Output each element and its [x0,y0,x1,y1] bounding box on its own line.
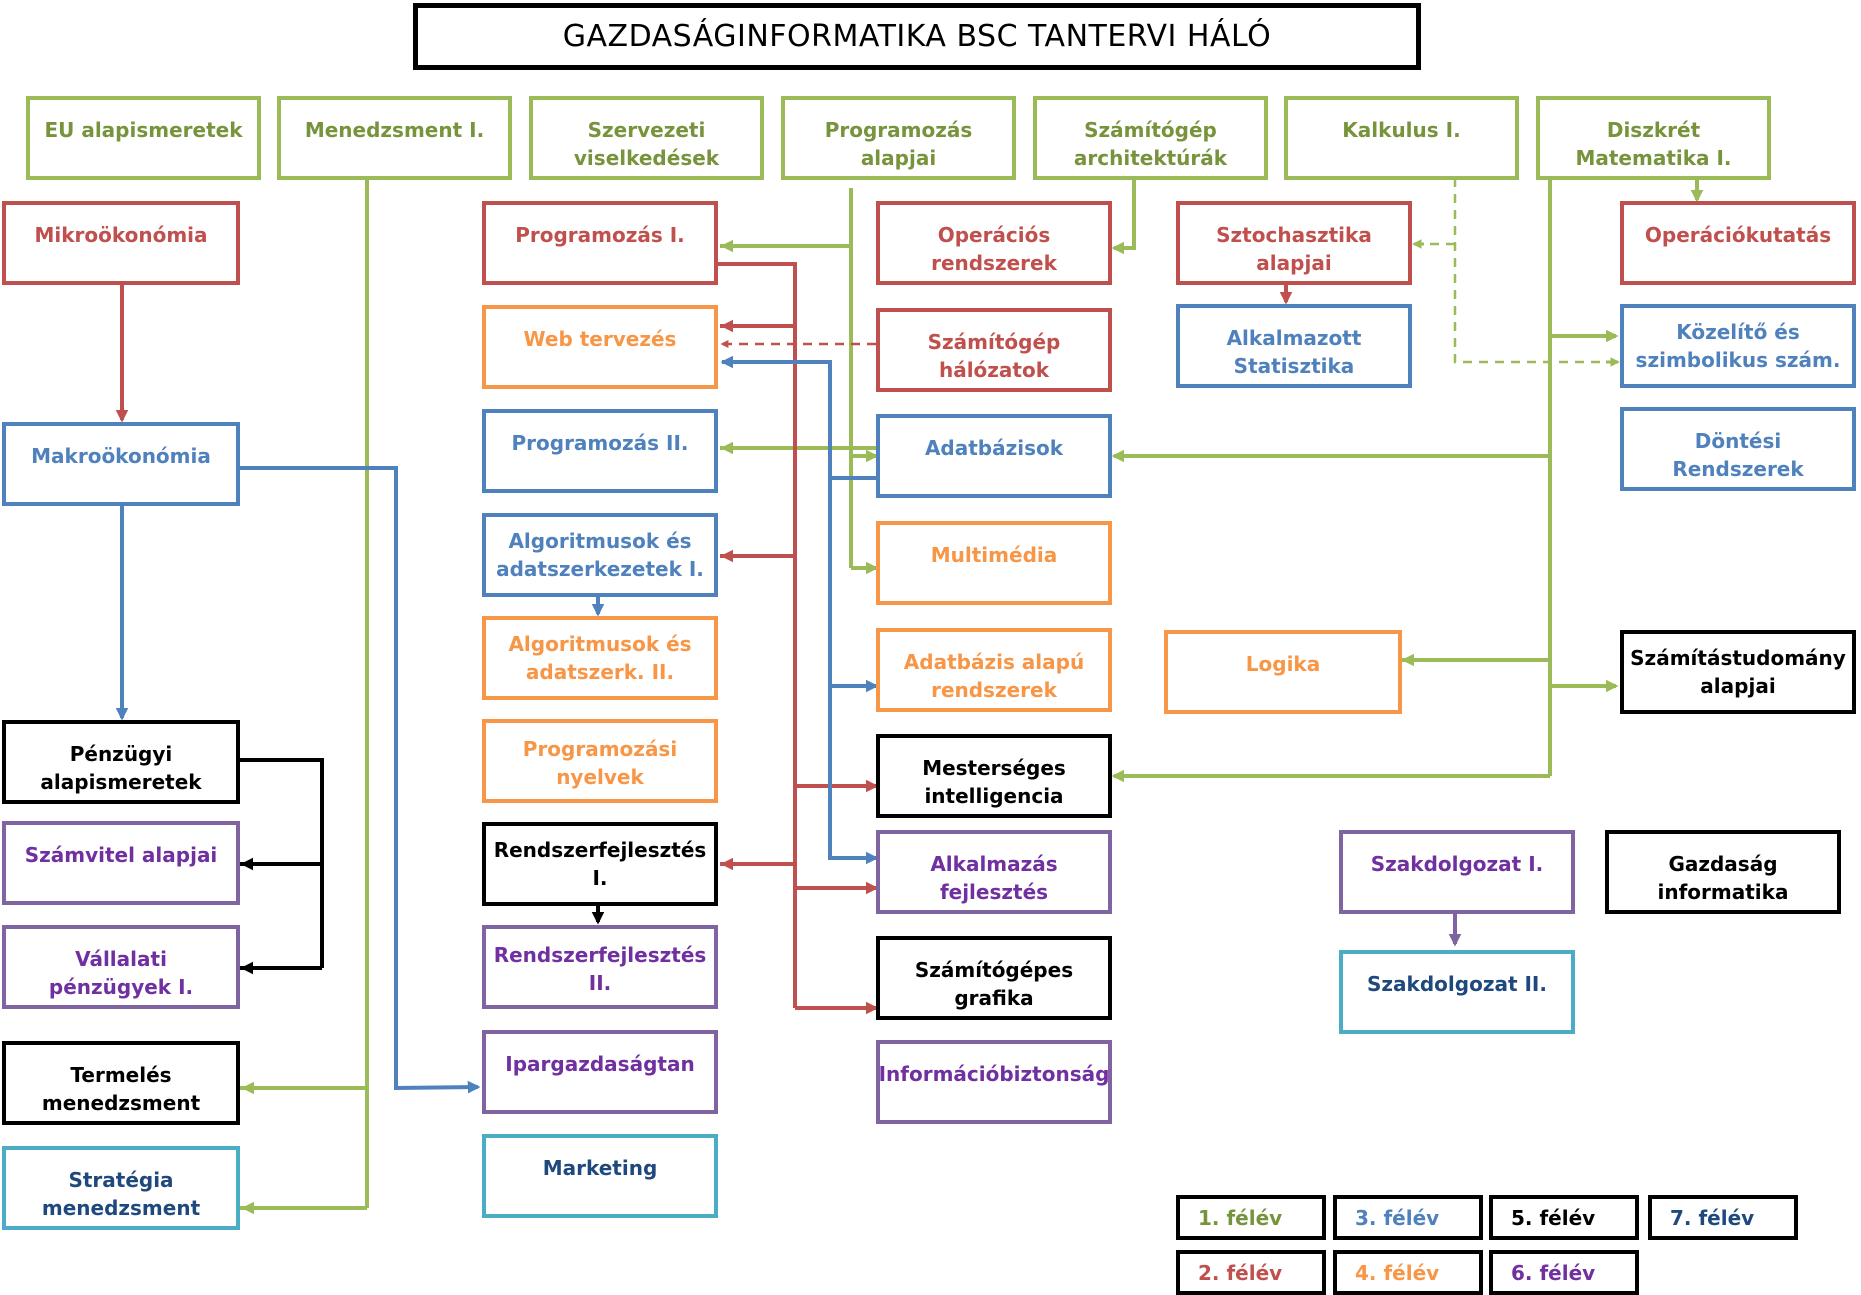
course-strategia-menedzsment: Stratégia menedzsment [2,1146,240,1230]
course-menedzsment-1: Menedzsment I. [277,96,512,180]
course-adatbazisok: Adatbázisok [876,414,1112,498]
course-termeles-menedzsment: Termelés menedzsment [2,1041,240,1125]
course-szamitogepes-grafika: Számítógépes grafika [876,936,1112,1020]
course-programozasi-nyelvek: Programozási nyelvek [482,719,718,803]
course-mesterseges-intelligencia: Mesterséges intelligencia [876,734,1112,818]
legend-felev-3: 3. félév [1333,1195,1483,1240]
course-programozas-1: Programozás I. [482,201,718,285]
course-eu-alapismeretek: EU alapismeretek [26,96,261,180]
course-dontesi-rendszerek: Döntési Rendszerek [1620,407,1856,491]
course-programozas-2: Programozás II. [482,409,718,493]
course-operacios-rendszerek: Operációs rendszerek [876,201,1112,285]
course-mikrookonomia: Mikroökonómia [2,201,240,285]
course-logika: Logika [1164,630,1402,714]
course-marketing: Marketing [482,1134,718,1218]
legend-felev-4: 4. félév [1333,1250,1483,1295]
course-penzugyi-alapismeretek: Pénzügyi alapismeretek [2,720,240,804]
course-diszkret-matematika-1: Diszkrét Matematika I. [1536,96,1771,180]
wire-progalap [720,188,880,570]
course-kalkulus-1: Kalkulus I. [1284,96,1519,180]
course-ipargazdasagtan: Ipargazdaságtan [482,1030,718,1114]
course-operaciokutatas: Operációkutatás [1620,201,1856,285]
legend-felev-5: 5. félév [1489,1195,1639,1240]
course-algoritmusok-1: Algoritmusok és adatszerkezetek I. [482,513,718,597]
wire-diszkret [1114,178,1616,778]
course-multimedia: Multimédia [876,521,1112,605]
course-makrookonomia: Makroökonómia [2,422,240,506]
course-rendszerfejlesztes-1: Rendszerfejlesztés I. [482,822,718,906]
legend-felev-6: 6. félév [1489,1250,1639,1295]
course-alkalmazott-statisztika: Alkalmazott Statisztika [1176,304,1412,388]
course-algoritmusok-2: Algoritmusok és adatszerk. II. [482,616,718,700]
course-sztochasztika-alapjai: Sztochasztika alapjai [1176,201,1412,285]
diagram-title: GAZDASÁGINFORMATIKA BSC TANTERVI HÁLÓ [413,3,1421,70]
course-web-tervezes: Web tervezés [482,305,718,389]
course-szakdolgozat-2: Szakdolgozat II. [1339,950,1575,1034]
course-alkalmazas-fejlesztes: Alkalmazás fejlesztés [876,830,1112,914]
course-programozas-alapjai: Programozás alapjai [781,96,1016,180]
course-szamvitel-alapjai: Számvitel alapjai [2,821,240,905]
course-informaciobiztonsag: Információbiztonság [876,1040,1112,1124]
legend-felev-7: 7. félév [1648,1195,1798,1240]
course-rendszerfejlesztes-2: Rendszerfejlesztés II. [482,925,718,1009]
wire-menedzsment [240,178,369,1210]
legend-felev-1: 1. félév [1176,1195,1326,1240]
wire-makro-ipar [238,466,481,1094]
course-adatbazis-alapu-rendszerek: Adatbázis alapú rendszerek [876,628,1112,712]
course-kozelito-szimbolikus: Közelítő és szimbolikus szám. [1620,304,1856,388]
legend-felev-2: 2. félév [1176,1250,1326,1295]
course-szamitogep-halozatok: Számítógép hálózatok [876,308,1112,392]
course-szamitogep-architekturak: Számítógép architektúrák [1033,96,1268,180]
course-szakdolgozat-1: Szakdolgozat I. [1339,830,1575,914]
course-szervezeti-viselkedesek: Szervezeti viselkedések [529,96,764,180]
course-gazdasag-informatika: Gazdaság informatika [1605,830,1841,914]
wire-szgarch [1111,178,1136,255]
course-szamitastudomany-alapjai: Számítástudomány alapjai [1620,630,1856,714]
course-vallalati-penzugyek-1: Vállalati pénzügyek I. [2,925,240,1009]
